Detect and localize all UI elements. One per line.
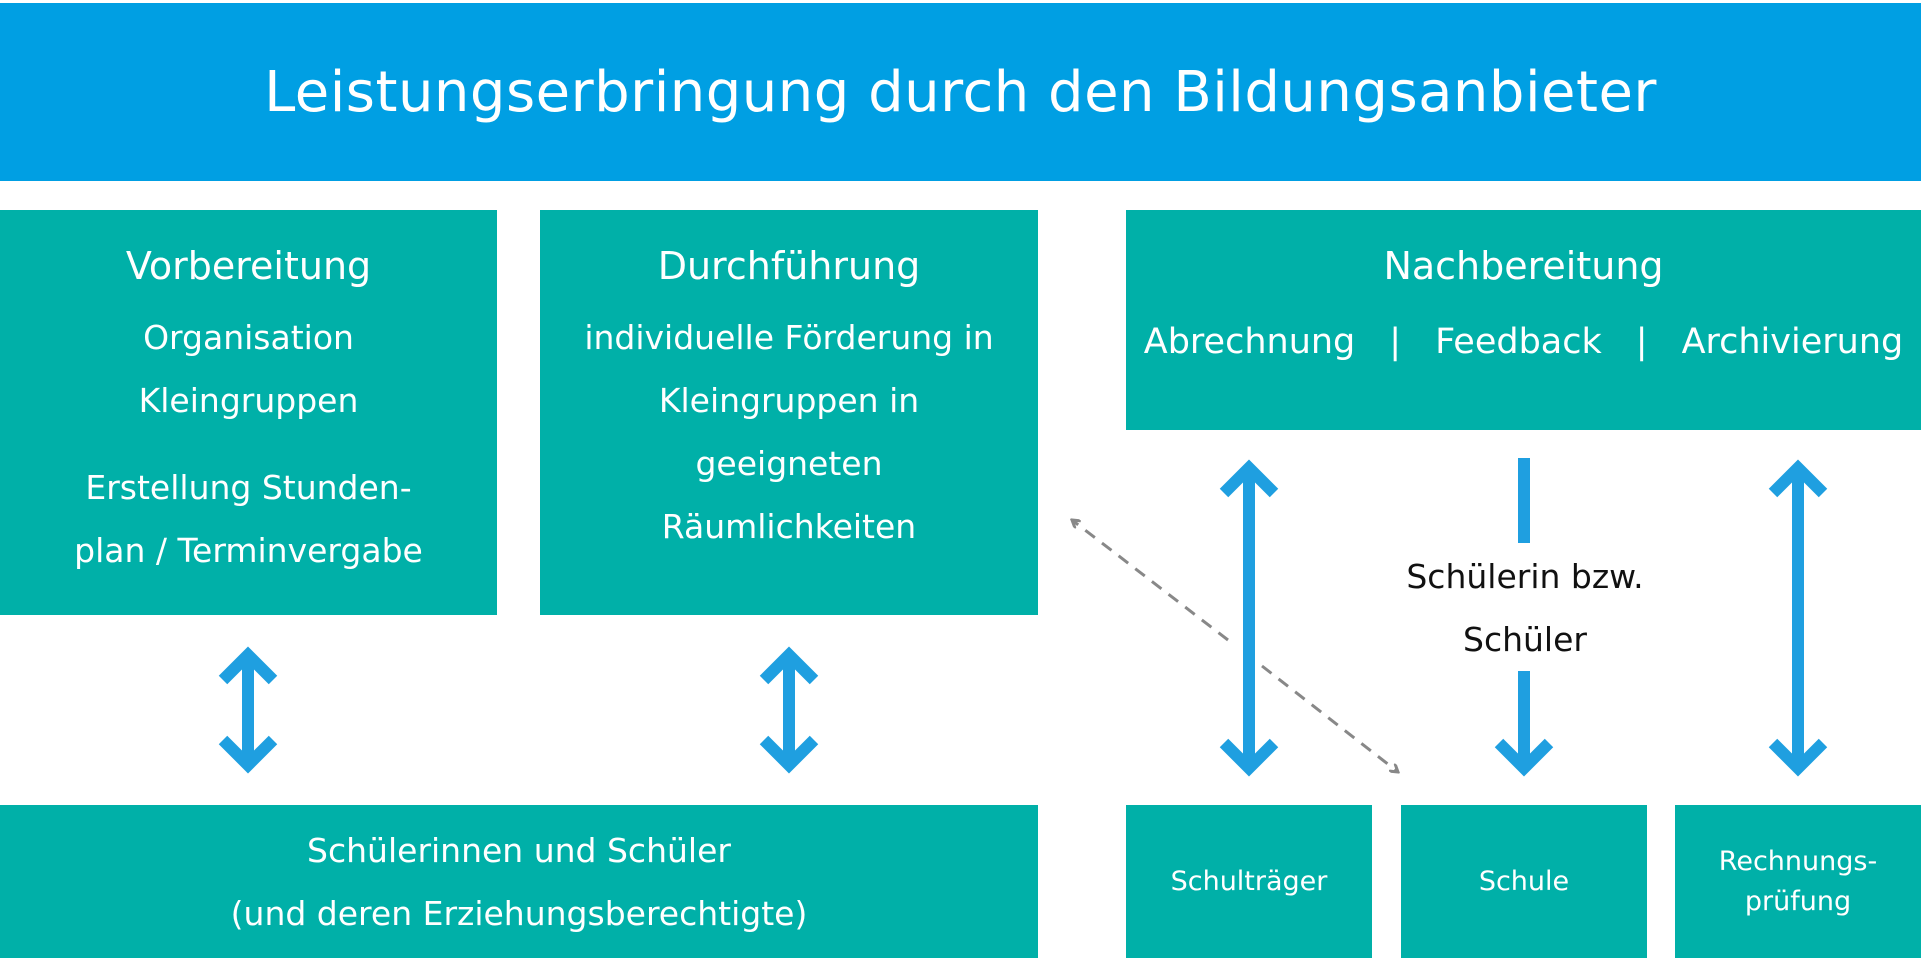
durchfuehrung-line: Kleingruppen in <box>658 381 920 420</box>
box-rechnungspruefung: Rechnungs- prüfung <box>1675 805 1921 958</box>
student-label-line: Schüler <box>1463 620 1587 659</box>
box-schultraeger: Schulträger <box>1126 805 1372 958</box>
double-arrow-rechnungspruefung <box>1768 459 1828 777</box>
vorbereitung-line: Organisation <box>143 318 354 357</box>
header-banner: Leistungserbringung durch den Bildungsan… <box>0 3 1921 181</box>
phase-abrechnung: Abrechnung <box>1143 322 1356 362</box>
schuelerinnen-line: Schülerinnen und Schüler <box>307 830 731 870</box>
rechnungspruefung-line: prüfung <box>1744 885 1852 917</box>
student-label: Schülerin bzw. Schüler <box>1365 545 1685 671</box>
vorbereitung-line: Kleingruppen <box>138 381 359 420</box>
double-arrow-vorbereitung <box>218 646 278 774</box>
box-vorbereitung: Vorbereitung Organisation Kleingruppen E… <box>0 210 497 615</box>
double-arrow-durchfuehrung <box>759 646 819 774</box>
phase-separator: | <box>1635 322 1648 362</box>
durchfuehrung-line: geeigneten <box>695 444 883 483</box>
phase-separator: | <box>1389 322 1402 362</box>
vorbereitung-line: plan / Terminvergabe <box>74 531 423 570</box>
phase-feedback: Feedback <box>1435 322 1602 362</box>
vorbereitung-line: Erstellung Stunden- <box>85 468 412 507</box>
dashed-arrow-durchfuehrung-schule <box>1072 520 1398 772</box>
student-label-line: Schülerin bzw. <box>1406 557 1644 596</box>
durchfuehrung-line: individuelle Förderung in <box>584 318 994 357</box>
durchfuehrung-title: Durchführung <box>657 244 921 288</box>
nachbereitung-title: Nachbereitung <box>1383 244 1664 288</box>
box-nachbereitung: Nachbereitung Abrechnung | Feedback | Ar… <box>1126 210 1921 430</box>
box-schuelerinnen: Schülerinnen und Schüler (und deren Erzi… <box>0 805 1038 958</box>
double-arrow-schultraeger <box>1219 459 1279 777</box>
arrow-feedback-schule <box>1494 458 1554 777</box>
durchfuehrung-line: Räumlichkeiten <box>661 507 917 546</box>
schultraeger-label: Schulträger <box>1170 865 1328 897</box>
box-schule: Schule <box>1401 805 1647 958</box>
box-durchfuehrung: Durchführung individuelle Förderung in K… <box>540 210 1038 615</box>
rechnungspruefung-line: Rechnungs- <box>1718 845 1878 877</box>
header-title: Leistungserbringung durch den Bildungsan… <box>264 59 1657 125</box>
phase-archivierung: Archivierung <box>1681 322 1904 362</box>
schuelerinnen-line: (und deren Erziehungsberechtigte) <box>230 893 808 933</box>
vorbereitung-title: Vorbereitung <box>125 244 372 288</box>
schule-label: Schule <box>1478 865 1570 897</box>
